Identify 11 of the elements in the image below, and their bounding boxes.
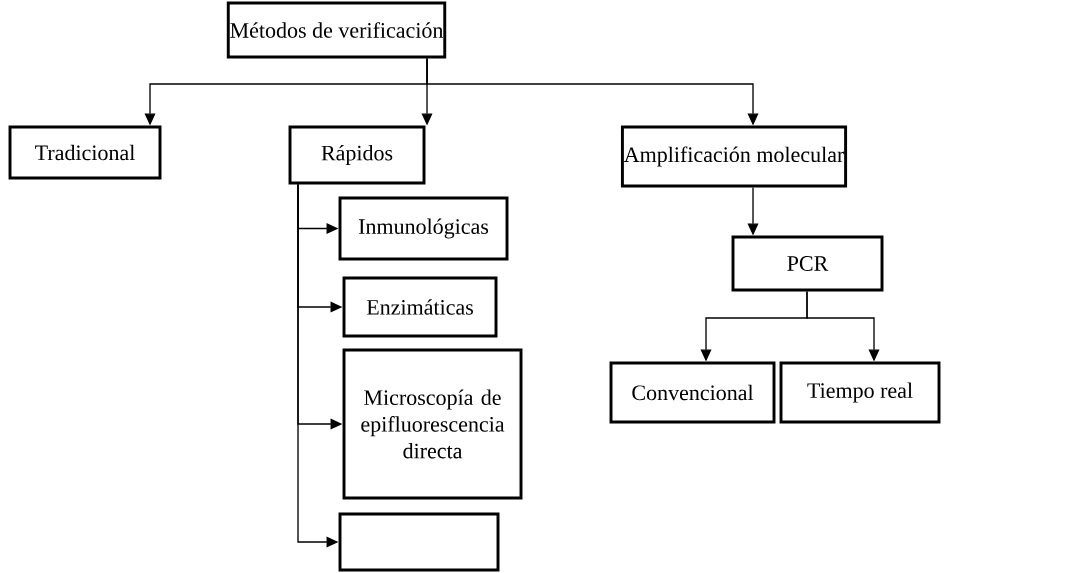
- process-box: Enzimáticas: [342, 276, 498, 338]
- process-box: PCR: [731, 235, 884, 292]
- process-box: Convencional: [609, 361, 776, 424]
- process-box: Tiempo real: [779, 361, 941, 424]
- process-box: Amplificación molecular: [620, 125, 848, 188]
- process-box: Inmunológicas: [338, 196, 509, 261]
- process-box: Métodos de verificación: [226, 1, 447, 59]
- process-box: Tradicional: [8, 125, 162, 180]
- process-box: Rápidos: [288, 125, 426, 185]
- process-box: [338, 512, 500, 572]
- process-box: Microscopía de epifluorescencia directa: [342, 348, 523, 500]
